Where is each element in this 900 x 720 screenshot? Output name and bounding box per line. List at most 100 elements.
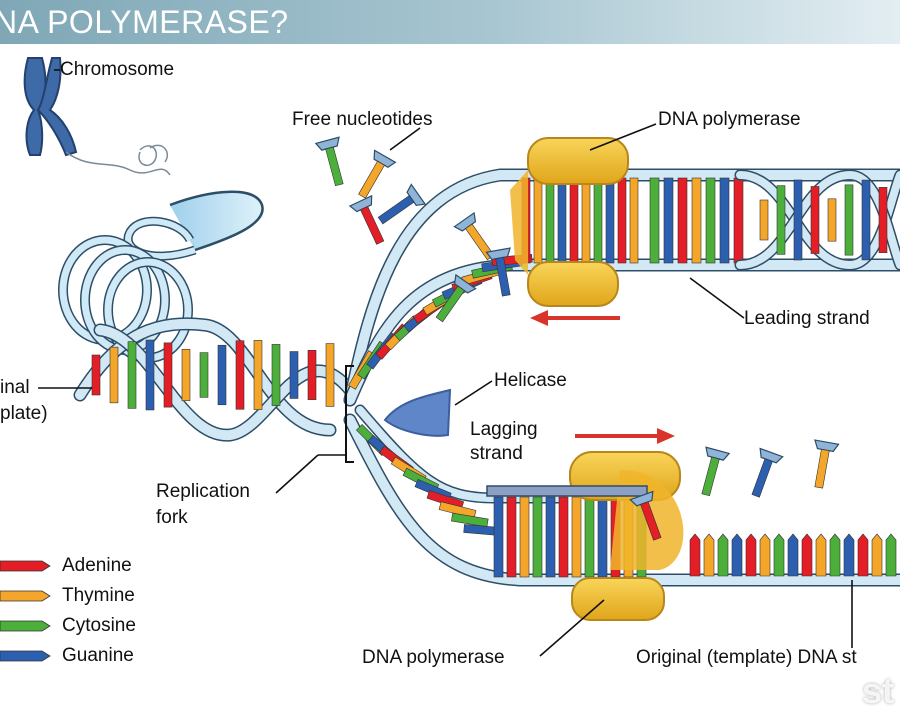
base-pair [289, 351, 299, 399]
parent-double-helix [73, 317, 357, 442]
template-base [703, 533, 715, 577]
base-pair [558, 496, 569, 578]
legend-swatch [0, 590, 51, 602]
base-pair [793, 179, 803, 261]
free-nucleotide [314, 136, 344, 187]
template-base [815, 533, 827, 577]
base [701, 456, 720, 497]
base-pair [569, 177, 579, 264]
base-pair [663, 177, 674, 264]
template-base [731, 533, 743, 577]
rna-primer [486, 485, 648, 497]
base [640, 501, 662, 541]
page-title: NA POLYMERASE? [0, 4, 289, 40]
template-base [745, 533, 757, 577]
base-pair [571, 496, 582, 578]
base-pair [532, 496, 543, 578]
base-pair [127, 341, 137, 409]
legend-label-thymine: Thymine [62, 585, 135, 606]
base-pair [844, 184, 854, 256]
template-base [829, 533, 841, 577]
base-pair [271, 344, 281, 406]
base [358, 160, 385, 199]
base-pair [506, 496, 517, 578]
legend-swatch [0, 560, 51, 572]
label-original-left-1: inal [0, 377, 30, 398]
template-base [801, 533, 813, 577]
label-replication-fork-2: fork [156, 507, 188, 528]
base-pair [145, 339, 155, 411]
base-pair [629, 177, 639, 264]
phosphate [814, 439, 840, 453]
label-replication-fork-1: Replication [156, 481, 250, 502]
base-pair [649, 177, 660, 264]
base-pair [533, 177, 543, 264]
lagging-strand-region [493, 496, 897, 578]
legend-label-adenine: Adenine [62, 555, 132, 576]
leading-direction-arrow [530, 310, 620, 326]
lower-replication-strand [343, 404, 900, 587]
label-original-template-dna: Original (template) DNA st [636, 647, 857, 668]
fork-base [451, 512, 489, 528]
free-nucleotide [435, 273, 477, 323]
phosphate [453, 273, 477, 294]
template-base [885, 533, 897, 577]
base-pair [810, 186, 820, 254]
phosphate [629, 490, 654, 507]
base [751, 458, 773, 498]
base-pair [597, 496, 608, 578]
base-pair [759, 199, 769, 241]
lagging-direction-arrow [575, 428, 675, 444]
base-pair [545, 177, 555, 264]
label-chromosome: Chromosome [60, 59, 175, 80]
template-base [759, 533, 771, 577]
base-pair [545, 496, 556, 578]
base-pair [181, 348, 191, 402]
label-original-left-2: plate) [0, 403, 48, 424]
base-pair [861, 179, 871, 261]
base-pair [557, 177, 567, 264]
backbone [736, 171, 900, 270]
label-dna-polymerase-bottom: DNA polymerase [362, 647, 505, 668]
base-pair [325, 343, 335, 407]
legend-label-guanine: Guanine [62, 645, 134, 666]
leader-lines [38, 69, 853, 657]
base-pair [307, 350, 317, 400]
template-base [717, 533, 729, 577]
backbone [75, 318, 335, 435]
base-pair [199, 352, 209, 398]
helicase-icon [383, 388, 452, 437]
base-pair [253, 340, 263, 410]
phosphate [759, 447, 784, 464]
legend-swatch [0, 620, 51, 632]
base [360, 206, 385, 245]
phosphate [453, 211, 477, 232]
free-nucleotide [348, 194, 385, 245]
base [814, 448, 830, 489]
dna-polymerase-top [510, 137, 629, 307]
legend-swatch [0, 650, 51, 662]
base-pair [776, 185, 786, 255]
base-pair [584, 496, 595, 578]
watermark-logo: st [861, 670, 894, 711]
base-pair [878, 187, 888, 253]
title-banner: NA POLYMERASE? [0, 0, 900, 44]
template-base [787, 533, 799, 577]
base [435, 285, 465, 323]
phosphate [348, 194, 373, 213]
label-free-nucleotides: Free nucleotides [292, 109, 433, 130]
base [451, 512, 489, 528]
template-base [689, 533, 701, 577]
legend-label-cytosine: Cytosine [62, 615, 136, 636]
label-leading-strand: Leading strand [744, 308, 870, 329]
base-pair [593, 177, 603, 264]
base [495, 256, 511, 297]
free-nucleotides [314, 136, 840, 541]
base-pair [217, 344, 227, 406]
free-nucleotide [629, 490, 662, 541]
leading-strand-region [521, 169, 900, 271]
base-pair [163, 342, 173, 408]
base-pair [691, 177, 702, 264]
base-pair [617, 177, 627, 264]
